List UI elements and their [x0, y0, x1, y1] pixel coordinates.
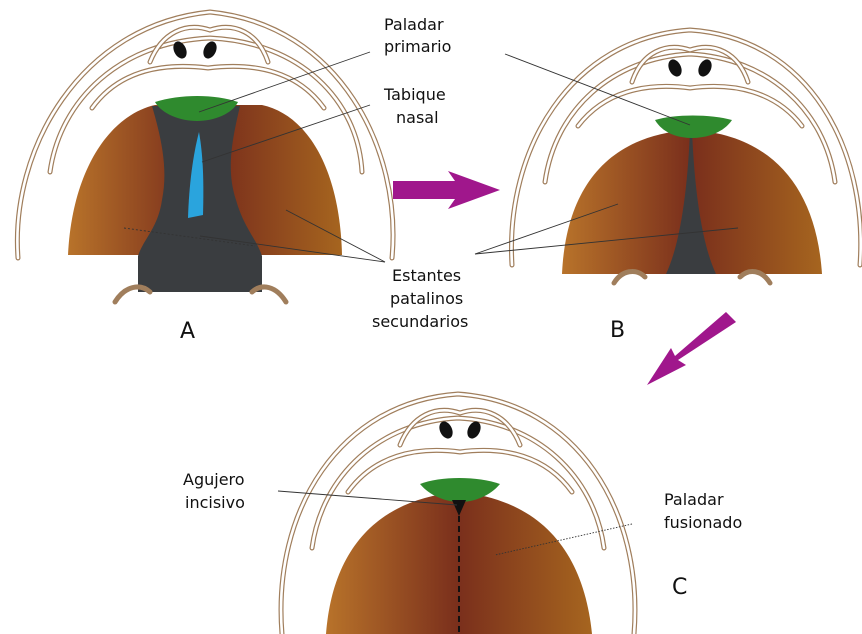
panel-a: A — [17, 12, 393, 344]
panel-b-nostril-left — [666, 57, 684, 78]
label-fused-palate: Paladar fusionado — [664, 490, 742, 532]
panel-c-nostril-left — [437, 419, 455, 440]
panel-b-palatal-shelf-left — [562, 130, 690, 274]
panel-c: C — [281, 394, 687, 634]
label-nasal-septum: Tabique nasal — [383, 85, 451, 127]
panel-c-letter: C — [672, 575, 687, 600]
panel-a-nostril-right — [201, 39, 219, 60]
panel-b-letter: B — [610, 318, 625, 343]
panel-b-palatal-shelf-right — [692, 130, 822, 274]
panel-c-palate-right — [458, 492, 592, 634]
arrow-b-to-c — [647, 312, 736, 385]
label-incisive-foramen: Agujero incisivo — [183, 470, 250, 512]
panel-b-nostril-right — [696, 57, 714, 78]
label-primary-palate: Paladar primario — [384, 15, 451, 56]
panel-c-palate-left — [326, 492, 458, 634]
panel-a-mandible-left — [115, 287, 150, 302]
arrow-a-to-b — [393, 171, 500, 209]
panel-a-letter: A — [180, 319, 195, 344]
leader-primary-palate-a — [199, 52, 370, 112]
panel-a-mandible-right — [252, 287, 286, 302]
label-palatal-shelves: Estantes patalinos secundarios — [372, 266, 468, 331]
